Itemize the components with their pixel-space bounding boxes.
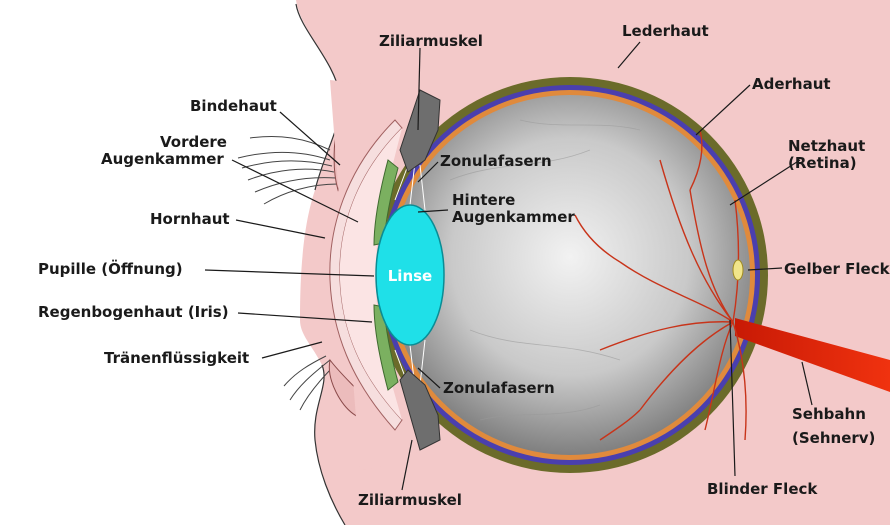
label-hintere-2: Augenkammer bbox=[452, 208, 575, 226]
label-zonulafasern-top: Zonulafasern bbox=[440, 152, 552, 170]
label-vordere-2: Augenkammer bbox=[101, 150, 224, 168]
label-sehbahn-2: (Sehnerv) bbox=[792, 429, 875, 447]
label-vordere-1: Vordere bbox=[160, 133, 227, 151]
label-pupille: Pupille (Öffnung) bbox=[38, 259, 183, 278]
label-hornhaut: Hornhaut bbox=[150, 210, 230, 228]
label-blinder-fleck: Blinder Fleck bbox=[707, 480, 818, 498]
label-regenbogenhaut: Regenbogenhaut (Iris) bbox=[38, 303, 229, 321]
macula-yellow-spot bbox=[733, 260, 743, 280]
label-ziliarmuskel-top: Ziliarmuskel bbox=[379, 32, 483, 50]
lens-label: Linse bbox=[388, 267, 432, 285]
label-zonulafasern-bottom: Zonulafasern bbox=[443, 379, 555, 397]
label-bindehaut: Bindehaut bbox=[190, 97, 277, 115]
label-netzhaut-2: (Retina) bbox=[788, 154, 857, 172]
label-netzhaut-1: Netzhaut bbox=[788, 137, 865, 155]
label-traenen: Tränenflüssigkeit bbox=[104, 349, 249, 367]
label-sehbahn-1: Sehbahn bbox=[792, 405, 866, 423]
label-lederhaut: Lederhaut bbox=[622, 22, 709, 40]
label-hintere-1: Hintere bbox=[452, 191, 515, 209]
label-aderhaut: Aderhaut bbox=[752, 75, 831, 93]
label-ziliarmuskel-bottom: Ziliarmuskel bbox=[358, 491, 462, 509]
label-gelber-fleck: Gelber Fleck bbox=[784, 260, 890, 278]
